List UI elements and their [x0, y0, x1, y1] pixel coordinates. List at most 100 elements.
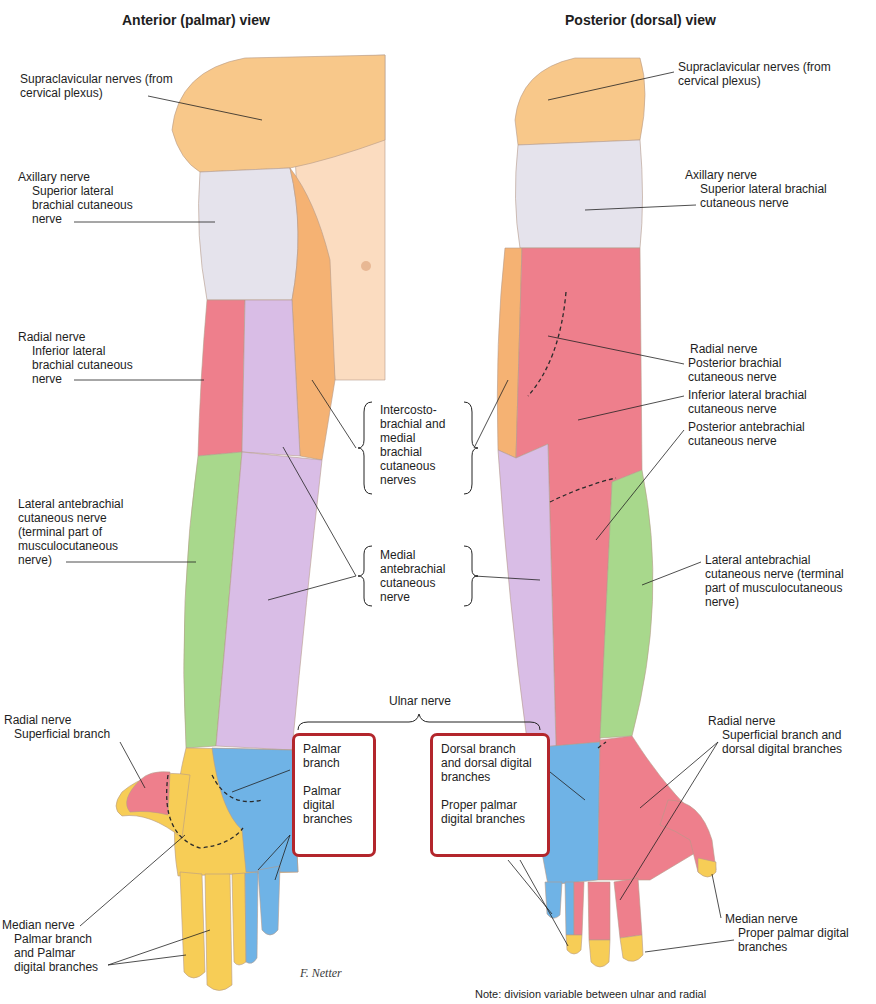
- leader-line: [548, 336, 684, 364]
- callout-box: Palmar branchPalmar digital branches: [292, 733, 376, 857]
- nerve-group-label: Ulnar nerve: [380, 694, 460, 708]
- nerve-label: Supraclavicular nerves (from cervical pl…: [20, 72, 180, 100]
- nerve-branch-label: Posterior antebrachial cutaneous nerve: [688, 420, 848, 448]
- curly-brace: [298, 714, 540, 730]
- nerve-label: Lateral antebrachial cutaneous nerve (te…: [18, 497, 153, 567]
- ring-finger-ulnar: [245, 872, 258, 963]
- leader-line: [548, 72, 674, 100]
- braces: [298, 402, 540, 730]
- leader-line: [642, 562, 701, 585]
- nerve-branch-label: Palmar branch and Palmar digital branche…: [14, 932, 106, 974]
- leader-line: [550, 772, 585, 800]
- leader-line: [80, 835, 185, 926]
- little-finger: [258, 866, 280, 935]
- leader-line: [596, 430, 684, 540]
- leader-line: [108, 930, 210, 965]
- leader-line: [66, 562, 196, 563]
- radial-zone: [198, 300, 245, 456]
- leader-line: [120, 742, 145, 788]
- nerve-branch-label: Superior lateral brachial cutaneous nerv…: [700, 182, 850, 210]
- supraclavicular-zone: [172, 55, 385, 172]
- leader-line: [620, 742, 718, 900]
- palm-division: [167, 775, 243, 848]
- nerve-branch-label: Inferior lateral brachial cutaneous nerv…: [688, 388, 838, 416]
- nerve-branch-label: Posterior brachial cutaneous nerve: [688, 356, 838, 384]
- median-palm-zone: [174, 748, 298, 876]
- leader-line: [474, 380, 508, 448]
- index-finger: [180, 872, 205, 978]
- curly-brace: [358, 546, 372, 606]
- curly-brace: [464, 546, 478, 606]
- nerve-label: Median nerve: [2, 918, 112, 932]
- ring-finger-tip: [566, 935, 582, 954]
- nerve-label: Radial nerve: [708, 714, 858, 728]
- leader-line: [520, 860, 568, 946]
- leader-line: [74, 222, 215, 223]
- posterior-dashes: [528, 292, 616, 748]
- nerve-branch-label: Superficial branch and dorsal digital br…: [722, 728, 862, 756]
- nerve-branch-label: Superior lateral brachial cutaneous nerv…: [32, 184, 150, 226]
- leader-line: [312, 380, 356, 448]
- ulnar-branch-division: [212, 775, 262, 802]
- middle-finger: [588, 882, 610, 940]
- supraclavicular-zone: [515, 58, 645, 145]
- axillary-zone: [515, 140, 642, 248]
- leader-line: [232, 770, 290, 792]
- nerve-label: Radial nerve: [4, 713, 124, 727]
- nerve-label: Median nerve: [725, 912, 865, 926]
- axillary-zone: [199, 168, 299, 300]
- artist-signature: F. Netter: [300, 966, 390, 981]
- nerve-label: Supraclavicular nerves (from cervical pl…: [678, 60, 868, 88]
- anterior-arm: [116, 55, 385, 991]
- medial-antebrachial-zone: [498, 444, 556, 748]
- nerve-label: Radial nerve: [18, 330, 148, 344]
- leader-line: [148, 96, 262, 120]
- branch-label: Dorsal branch and dorsal digital branche…: [441, 742, 539, 784]
- leader-line: [275, 835, 290, 880]
- middle-finger: [205, 874, 232, 991]
- leader-line: [645, 940, 734, 952]
- middle-finger-tip: [589, 940, 610, 967]
- ulnar-palm-zone: [212, 748, 298, 872]
- view-heading: Anterior (palmar) view: [122, 12, 342, 29]
- leader-line: [74, 380, 204, 381]
- callout-box: Dorsal branch and dorsal digital branche…: [430, 733, 550, 857]
- branch-label: Palmar digital branches: [303, 784, 365, 826]
- nerve-branch-label: Proper palmar digital branches: [738, 926, 858, 954]
- leader-line: [268, 576, 356, 600]
- nerve-group-label: Medial antebrachial cutaneous nerve: [380, 548, 462, 604]
- leader-line: [640, 742, 718, 808]
- lateral-antebrachial-zone: [600, 470, 653, 738]
- index-finger-tip: [620, 935, 643, 961]
- nerve-label: Lateral antebrachial cutaneous nerve (te…: [705, 553, 855, 609]
- radial-thenar-zone: [127, 772, 170, 815]
- ring-finger-median: [232, 873, 246, 965]
- medial-antebrachial-zone: [216, 452, 322, 750]
- leader-line: [578, 396, 684, 420]
- medial-brachial-zone: [242, 300, 300, 456]
- curly-brace: [464, 402, 478, 494]
- nerve-label: Radial nerve: [690, 342, 840, 356]
- branch-label: Palmar branch: [303, 742, 365, 770]
- nerve-branch-label: Inferior lateral brachial cutaneous nerv…: [32, 344, 150, 386]
- view-heading: Posterior (dorsal) view: [565, 12, 785, 29]
- nipple: [361, 261, 371, 271]
- brachial-division: [528, 292, 566, 396]
- curly-brace: [358, 402, 372, 494]
- footnote: Note: division variable between ulnar an…: [475, 987, 865, 1001]
- leader-line: [712, 874, 721, 918]
- ring-finger-radial: [574, 882, 584, 935]
- leader-line: [258, 835, 290, 870]
- leader-line: [585, 205, 696, 210]
- leader-line: [108, 955, 186, 965]
- thumb-tip: [698, 858, 716, 877]
- nerve-group-label: Intercosto-brachial and medial brachial …: [380, 403, 456, 487]
- little-finger: [545, 882, 562, 918]
- nerve-label: Axillary nerve: [685, 168, 845, 182]
- nerve-branch-label: Superficial branch: [14, 727, 134, 741]
- wrist-division: [598, 742, 606, 748]
- branch-label: Proper palmar digital branches: [441, 798, 539, 826]
- nerve-label: Axillary nerve: [18, 170, 148, 184]
- elbow-division: [550, 478, 616, 502]
